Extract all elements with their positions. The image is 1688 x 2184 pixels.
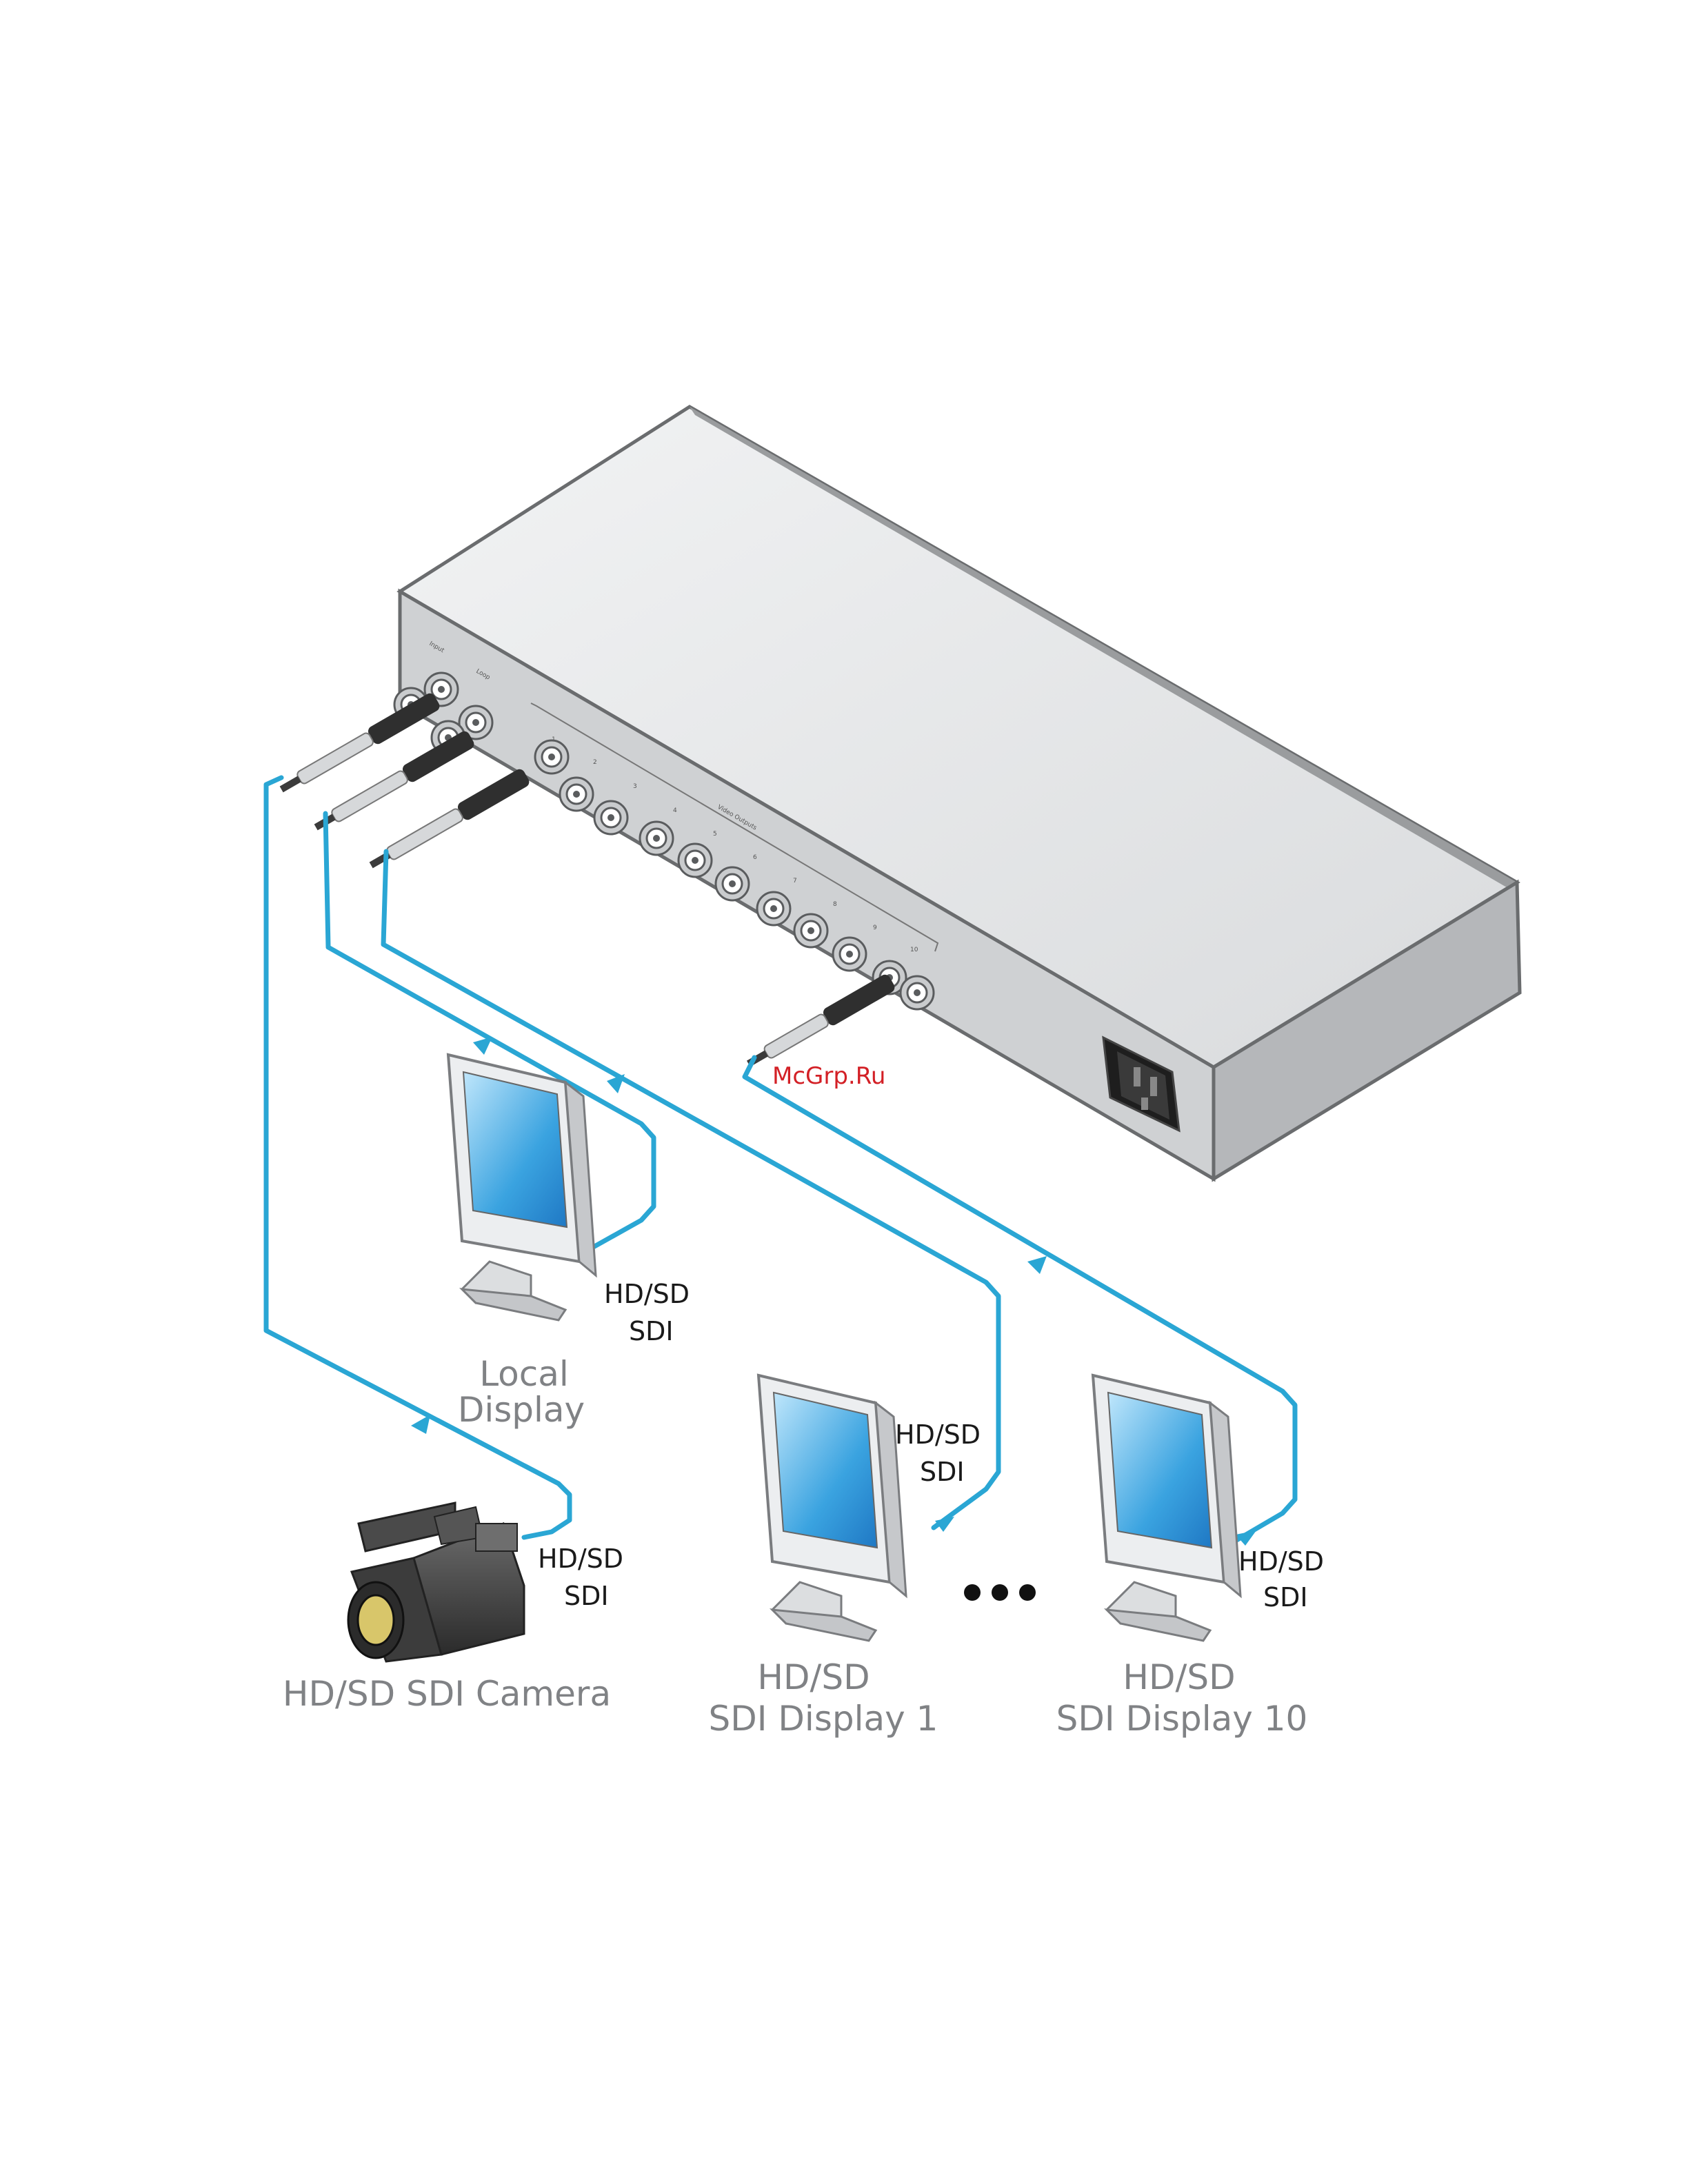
monitor-icon: [448, 1055, 596, 1320]
bnc-connector-icon[interactable]: [833, 938, 866, 971]
caption-display10-line2: SDI Display 10: [1056, 1699, 1308, 1739]
signal-label-local: HD/SD: [604, 1279, 690, 1309]
signal-label-camera-sdi: SDI: [564, 1581, 609, 1611]
output-number: 3: [633, 783, 637, 790]
bnc-connector-icon[interactable]: [794, 914, 827, 947]
output-number: 5: [713, 831, 717, 838]
monitor-icon: [758, 1375, 906, 1641]
watermark: McGrp.Ru: [772, 1062, 885, 1090]
signal-label-display10-sdi: SDI: [1263, 1582, 1308, 1612]
bnc-connector-icon[interactable]: [679, 844, 712, 877]
output-number: 10: [910, 947, 918, 953]
caption-camera: HD/SD SDI Camera: [283, 1674, 611, 1714]
output-number: 9: [873, 924, 877, 931]
caption-display10-line1: HD/SD: [1123, 1657, 1235, 1697]
bnc-connector-icon[interactable]: [594, 801, 627, 834]
bnc-connector-icon[interactable]: [901, 976, 934, 1009]
arrow-icon: [1236, 1530, 1256, 1546]
camera-icon: [348, 1503, 524, 1661]
signal-label-display1-sdi: SDI: [920, 1457, 965, 1487]
signal-label-display1: HD/SD: [895, 1419, 981, 1450]
output-number: 8: [833, 901, 837, 908]
output-number: 4: [673, 807, 677, 814]
output-number: 6: [753, 854, 757, 861]
signal-label-camera: HD/SD: [538, 1544, 623, 1574]
arrow-icon: [411, 1415, 430, 1434]
bnc-connector-icon[interactable]: [560, 778, 593, 811]
arrow-icon: [935, 1517, 954, 1532]
bnc-connector-icon[interactable]: [716, 867, 749, 900]
ellipsis-icon: [964, 1584, 1036, 1601]
output-number: 2: [593, 759, 597, 766]
caption-local-display-1: Local: [479, 1354, 569, 1394]
caption-display1-line1: HD/SD: [757, 1657, 870, 1697]
arrow-icon: [1027, 1256, 1047, 1274]
monitor-icon: [1093, 1375, 1240, 1641]
caption-display1-line2: SDI Display 1: [709, 1699, 938, 1739]
signal-label-display10: HD/SD: [1238, 1546, 1324, 1577]
arrow-icon: [473, 1037, 492, 1055]
bnc-connector-icon[interactable]: [757, 892, 790, 925]
output-number: 7: [793, 878, 797, 884]
bnc-connector-icon[interactable]: [535, 740, 568, 774]
caption-local-display-2: Display: [458, 1390, 585, 1430]
signal-label-local-sdi: SDI: [629, 1316, 674, 1346]
distribution-amplifier: Input Loop Video Outputs 1 2 3 4 5 6 7 8…: [394, 407, 1520, 1179]
bnc-connector-icon[interactable]: [640, 822, 673, 855]
